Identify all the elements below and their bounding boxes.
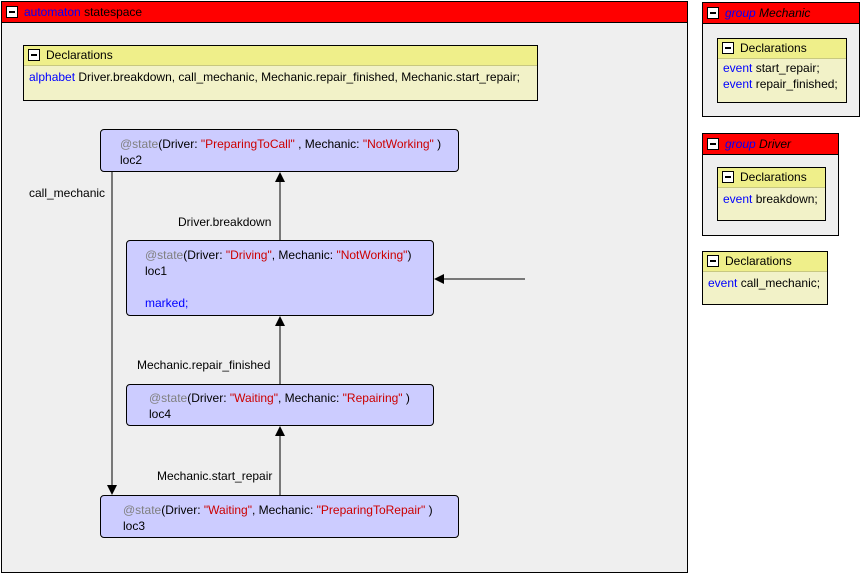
collapse-declarations-button[interactable] xyxy=(722,42,734,54)
collapse-declarations-button[interactable] xyxy=(28,49,40,61)
collapse-group-mechanic-button[interactable] xyxy=(707,7,719,19)
automaton-panel: automaton statespace Declarations alphab… xyxy=(1,1,688,573)
event-repair-finished: event repair_finished; xyxy=(723,77,838,91)
state-marked: marked; xyxy=(145,296,189,310)
declarations-header-label: Declarations xyxy=(46,48,113,62)
global-declarations: Declarations event call_mechanic; xyxy=(702,251,828,305)
event-breakdown: event breakdown; xyxy=(723,192,818,206)
alphabet-line: alphabet Driver.breakdown, call_mechanic… xyxy=(29,70,520,84)
group-driver-declarations: Declarations event breakdown; xyxy=(717,167,826,221)
declarations-header-label: Declarations xyxy=(740,41,807,55)
state-annotation: @state xyxy=(123,503,162,517)
collapse-automaton-button[interactable] xyxy=(6,6,18,18)
driver-value: "Waiting" xyxy=(229,391,278,405)
group-mechanic-declarations: Declarations event start_repair; event r… xyxy=(717,38,847,103)
state-loc1[interactable]: @state(Driver: "Driving", Mechanic: "Not… xyxy=(126,240,434,316)
edge-label-call-mechanic: call_mechanic xyxy=(29,186,106,200)
group-keyword: group xyxy=(725,137,756,151)
automaton-keyword: automaton xyxy=(24,5,81,19)
declarations-header: Declarations xyxy=(703,252,827,272)
edge-label-start-repair: Mechanic.start_repair xyxy=(157,469,273,483)
group-mechanic-title-bar: group Mechanic xyxy=(703,3,859,24)
mechanic-key: , Mechanic: xyxy=(294,137,363,151)
state-annotation-line: @state(Driver: "Driving", Mechanic: "Not… xyxy=(145,248,411,262)
state-annotation: @state xyxy=(149,391,188,405)
event-call-mechanic: event call_mechanic; xyxy=(708,276,820,290)
driver-key: (Driver: xyxy=(158,137,201,151)
event-name: breakdown; xyxy=(755,192,818,206)
state-loc2[interactable]: @state(Driver: "PreparingToCall" , Mecha… xyxy=(100,129,459,172)
group-keyword: group xyxy=(725,6,756,20)
declarations-header-label: Declarations xyxy=(740,170,807,184)
driver-key: (Driver: xyxy=(183,248,226,262)
edge-label-repair-finished: Mechanic.repair_finished xyxy=(137,358,271,372)
state-name: loc2 xyxy=(120,153,143,167)
annotation-close: ) xyxy=(425,503,433,517)
state-annotation-line: @state(Driver: "PreparingToCall" , Mecha… xyxy=(120,137,441,151)
state-annotation-line: @state(Driver: "Waiting", Mechanic: "Pre… xyxy=(123,503,433,517)
collapse-declarations-button[interactable] xyxy=(722,171,734,183)
event-name: call_mechanic; xyxy=(740,276,821,290)
group-name: Driver xyxy=(759,137,792,151)
mechanic-key: , Mechanic: xyxy=(251,503,317,517)
state-annotation: @state xyxy=(120,137,159,151)
mechanic-value: "PreparingToRepair" xyxy=(316,503,426,517)
mechanic-key: , Mechanic: xyxy=(277,391,343,405)
state-name: loc3 xyxy=(123,519,146,533)
annotation-close: ) xyxy=(402,391,410,405)
state-annotation-line: @state(Driver: "Waiting", Mechanic: "Rep… xyxy=(149,391,410,405)
state-loc4[interactable]: @state(Driver: "Waiting", Mechanic: "Rep… xyxy=(126,384,434,426)
state-loc3[interactable]: @state(Driver: "Waiting", Mechanic: "Pre… xyxy=(100,495,459,538)
mechanic-value: "NotWorking" xyxy=(336,248,408,262)
mechanic-value: "NotWorking" xyxy=(362,137,434,151)
driver-value: "Driving" xyxy=(225,248,272,262)
driver-key: (Driver: xyxy=(187,391,230,405)
mechanic-key: , Mechanic: xyxy=(271,248,337,262)
state-name: loc1 xyxy=(145,264,168,278)
declarations-header: Declarations xyxy=(718,39,846,59)
group-mechanic-title: group Mechanic xyxy=(725,6,810,20)
annotation-close: ) xyxy=(433,137,442,151)
automaton-title-bar: automaton statespace xyxy=(2,2,687,23)
collapse-declarations-button[interactable] xyxy=(707,255,719,267)
group-driver-title-bar: group Driver xyxy=(703,134,838,155)
driver-value: "Waiting" xyxy=(203,503,252,517)
collapse-group-driver-button[interactable] xyxy=(707,138,719,150)
declarations-header: Declarations xyxy=(718,168,825,188)
event-keyword: event xyxy=(723,61,753,75)
automaton-title: automaton statespace xyxy=(24,5,142,19)
event-keyword: event xyxy=(708,276,738,290)
driver-key: (Driver: xyxy=(161,503,204,517)
driver-value: "PreparingToCall" xyxy=(200,137,295,151)
group-driver-title: group Driver xyxy=(725,137,791,151)
state-name: loc4 xyxy=(149,407,172,421)
alphabet-declarations: Declarations alphabet Driver.breakdown, … xyxy=(23,45,538,101)
group-name: Mechanic xyxy=(759,6,811,20)
mechanic-value: "Repairing" xyxy=(342,391,403,405)
edge-label-breakdown: Driver.breakdown xyxy=(178,215,272,229)
annotation-close: ) xyxy=(407,248,412,262)
event-keyword: event xyxy=(723,192,753,206)
event-keyword: event xyxy=(723,77,753,91)
declarations-header-label: Declarations xyxy=(725,254,792,268)
alphabet-keyword: alphabet xyxy=(29,70,76,84)
event-name: start_repair; xyxy=(755,61,820,75)
declarations-header: Declarations xyxy=(24,46,537,66)
automaton-name: statespace xyxy=(84,5,143,19)
event-name: repair_finished; xyxy=(755,77,838,91)
alphabet-events: Driver.breakdown, call_mechanic, Mechani… xyxy=(78,70,520,84)
group-mechanic-panel: group Mechanic Declarations event start_… xyxy=(702,2,860,117)
group-driver-panel: group Driver Declarations event breakdow… xyxy=(702,133,839,236)
event-start-repair: event start_repair; xyxy=(723,61,820,75)
state-annotation: @state xyxy=(145,248,184,262)
